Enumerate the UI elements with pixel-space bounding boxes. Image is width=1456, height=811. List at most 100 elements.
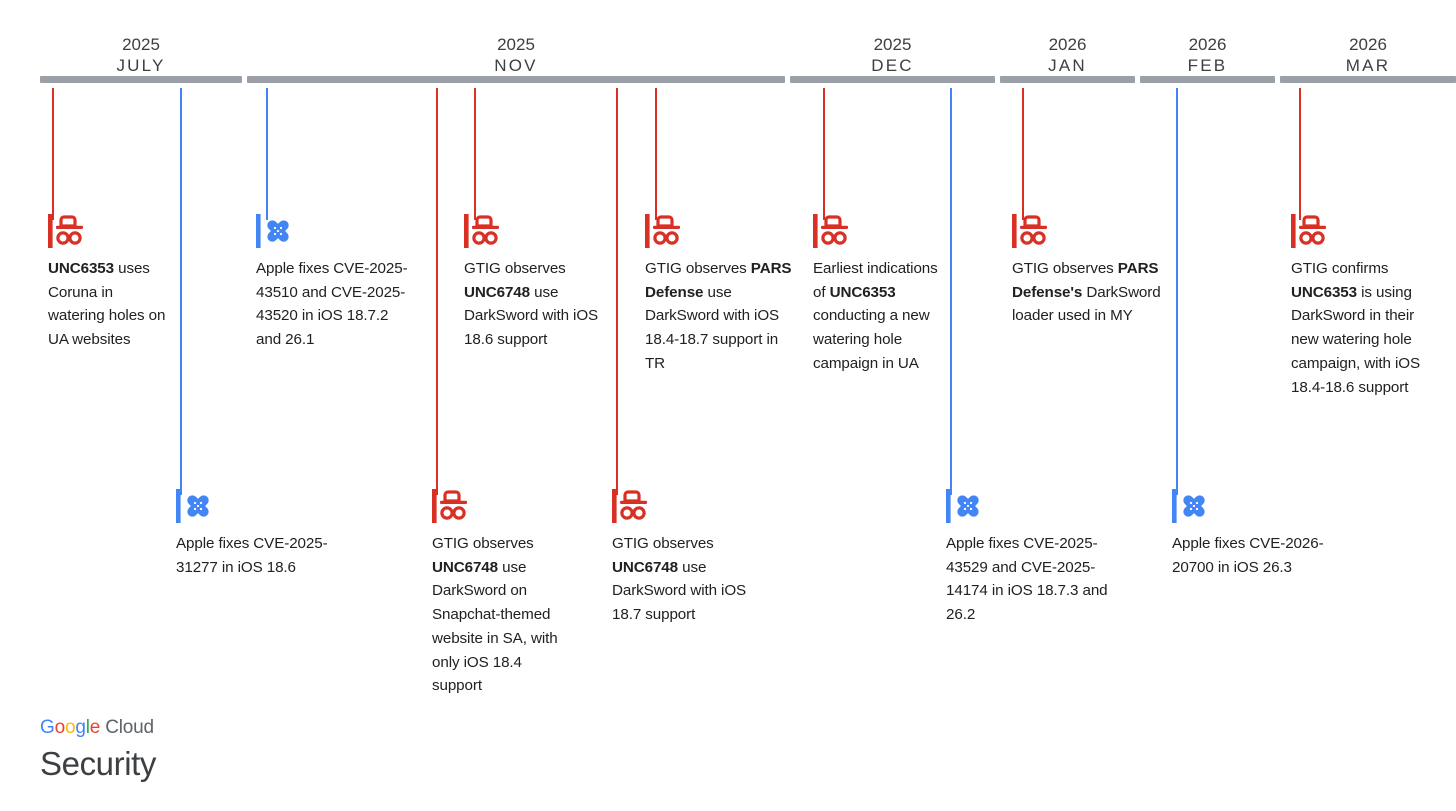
timeline-event-gtig-confirms-unc6353: GTIG confirms UNC6353 is using DarkSword… <box>1291 214 1431 399</box>
event-actor-name: UNC6748 <box>464 283 530 301</box>
event-text-run: Apple fixes CVE-2025-43529 and CVE-2025-… <box>946 535 1108 624</box>
timeline-event-gtig-unc6748-snapchat-sa: GTIG observes UNC6748 use DarkSword on S… <box>432 489 560 698</box>
event-actor-name: UNC6748 <box>612 558 678 576</box>
month-year: 2026 <box>1188 35 1227 54</box>
spy-icon <box>1012 214 1164 248</box>
month-name: JAN <box>1048 56 1087 75</box>
spy-icon-svg <box>612 489 648 523</box>
event-text-run: use DarkSword with iOS 18.6 support <box>464 283 599 349</box>
month-bar-feb <box>1140 76 1275 83</box>
month-bar-mar <box>1280 76 1456 83</box>
timeline-stem-5 <box>616 88 618 495</box>
timeline-stem-9 <box>1022 88 1024 220</box>
timeline-stem-3 <box>436 88 438 495</box>
month-bar-nov <box>247 76 785 83</box>
timeline-event-apple-fixes-20700: Apple fixes CVE-2026-20700 in iOS 26.3 <box>1172 489 1332 579</box>
month-name: MAR <box>1345 56 1391 75</box>
spy-icon <box>464 214 604 248</box>
event-description: GTIG observes UNC6748 use DarkSword with… <box>464 257 604 352</box>
event-text-run: GTIG confirms <box>1291 260 1389 277</box>
logo-cloud-text: Cloud <box>100 717 154 738</box>
event-description: GTIG confirms UNC6353 is using DarkSword… <box>1291 257 1431 399</box>
timeline-stem-4 <box>474 88 476 220</box>
event-text-run: GTIG observes <box>645 260 751 277</box>
spy-icon-svg <box>813 214 849 248</box>
bandage-icon-svg <box>256 214 289 248</box>
event-actor-name: UNC6748 <box>432 558 498 576</box>
event-text-run: GTIG observes <box>1012 260 1118 277</box>
spy-icon <box>48 214 168 248</box>
spy-icon-svg <box>1291 214 1327 248</box>
month-year: 2025 <box>497 35 535 54</box>
event-text-run: is using DarkSword in their new watering… <box>1291 283 1421 396</box>
bandage-icon <box>256 214 408 248</box>
event-text-run: GTIG observes <box>464 260 566 277</box>
event-description: Apple fixes CVE-2025-43529 and CVE-2025-… <box>946 532 1131 627</box>
event-description: GTIG observes PARS Defense's DarkSword l… <box>1012 257 1164 328</box>
event-text-run: use DarkSword on Snapchat-themed website… <box>432 558 558 695</box>
event-description: GTIG observes UNC6748 use DarkSword with… <box>612 532 764 627</box>
month-year: 2026 <box>1048 35 1087 54</box>
bandage-icon <box>946 489 1131 523</box>
bandage-icon-svg <box>1172 489 1205 523</box>
event-actor-name: PARS Defense <box>645 260 792 301</box>
timeline-event-gtig-unc6748-ios187: GTIG observes UNC6748 use DarkSword with… <box>612 489 764 627</box>
logo-letter-e: e <box>89 717 101 738</box>
spy-icon <box>645 214 797 248</box>
timeline-event-gtig-pars-loader-my: GTIG observes PARS Defense's DarkSword l… <box>1012 214 1164 328</box>
logo-letter-o2: o <box>64 717 76 738</box>
event-actor-name: UNC6353 <box>1291 283 1357 301</box>
timeline-event-apple-fixes-43510-43520: Apple fixes CVE-2025-43510 and CVE-2025-… <box>256 214 408 352</box>
timeline-stem-10 <box>1176 88 1178 495</box>
spy-icon-svg <box>464 214 500 248</box>
timeline-stem-0 <box>52 88 54 220</box>
month-year: 2026 <box>1349 35 1387 54</box>
logo-letter-o1: o <box>54 717 66 738</box>
logo-letter-g2: g <box>75 717 86 738</box>
timeline-stem-11 <box>1299 88 1301 220</box>
bandage-icon <box>1172 489 1332 523</box>
timeline-event-gtig-pars-defense-tr: GTIG observes PARS Defense use DarkSword… <box>645 214 797 376</box>
event-actor-name: PARS Defense's <box>1012 260 1159 301</box>
timeline-stem-8 <box>950 88 952 495</box>
spy-icon <box>612 489 764 523</box>
timeline-stem-6 <box>655 88 657 220</box>
event-description: UNC6353 uses Coruna in watering holes on… <box>48 257 168 352</box>
event-text-run: GTIG observes <box>612 535 714 552</box>
bandage-icon <box>176 489 328 523</box>
month-name: NOV <box>494 56 538 75</box>
event-description: Earliest indications of UNC6353 conducti… <box>813 257 939 376</box>
spy-icon <box>813 214 939 248</box>
timeline-event-apple-fixes-43529-14174: Apple fixes CVE-2025-43529 and CVE-2025-… <box>946 489 1131 627</box>
logo-product-name: Security <box>40 745 157 782</box>
event-text-run: Apple fixes CVE-2025-43510 and CVE-2025-… <box>256 260 408 349</box>
event-description: GTIG observes UNC6748 use DarkSword on S… <box>432 532 560 698</box>
spy-icon-svg <box>1012 214 1048 248</box>
event-description: GTIG observes PARS Defense use DarkSword… <box>645 257 797 376</box>
spy-icon <box>1291 214 1431 248</box>
event-actor-name: UNC6353 <box>48 260 114 277</box>
bandage-icon-svg <box>946 489 979 523</box>
timeline-stem-1 <box>180 88 182 495</box>
event-text-run: Apple fixes CVE-2025-31277 in iOS 18.6 <box>176 535 328 576</box>
spy-icon <box>432 489 560 523</box>
month-bar-july <box>40 76 242 83</box>
month-name: JULY <box>116 56 166 75</box>
spy-icon-svg <box>645 214 681 248</box>
bandage-icon-svg <box>176 489 209 523</box>
event-text-run: conducting a new watering hole campaign … <box>813 307 930 372</box>
event-text-run: use DarkSword with iOS 18.4-18.7 support… <box>645 283 780 372</box>
event-description: Apple fixes CVE-2025-43510 and CVE-2025-… <box>256 257 408 352</box>
timeline-event-unc6353-coruna-ua: UNC6353 uses Coruna in watering holes on… <box>48 214 168 352</box>
google-cloud-security-logo: Google Cloud Security <box>40 716 156 785</box>
timeline-stem-7 <box>823 88 825 220</box>
event-actor-name: UNC6353 <box>829 283 896 301</box>
event-text-run: DarkSword loader used in MY <box>1012 283 1161 325</box>
